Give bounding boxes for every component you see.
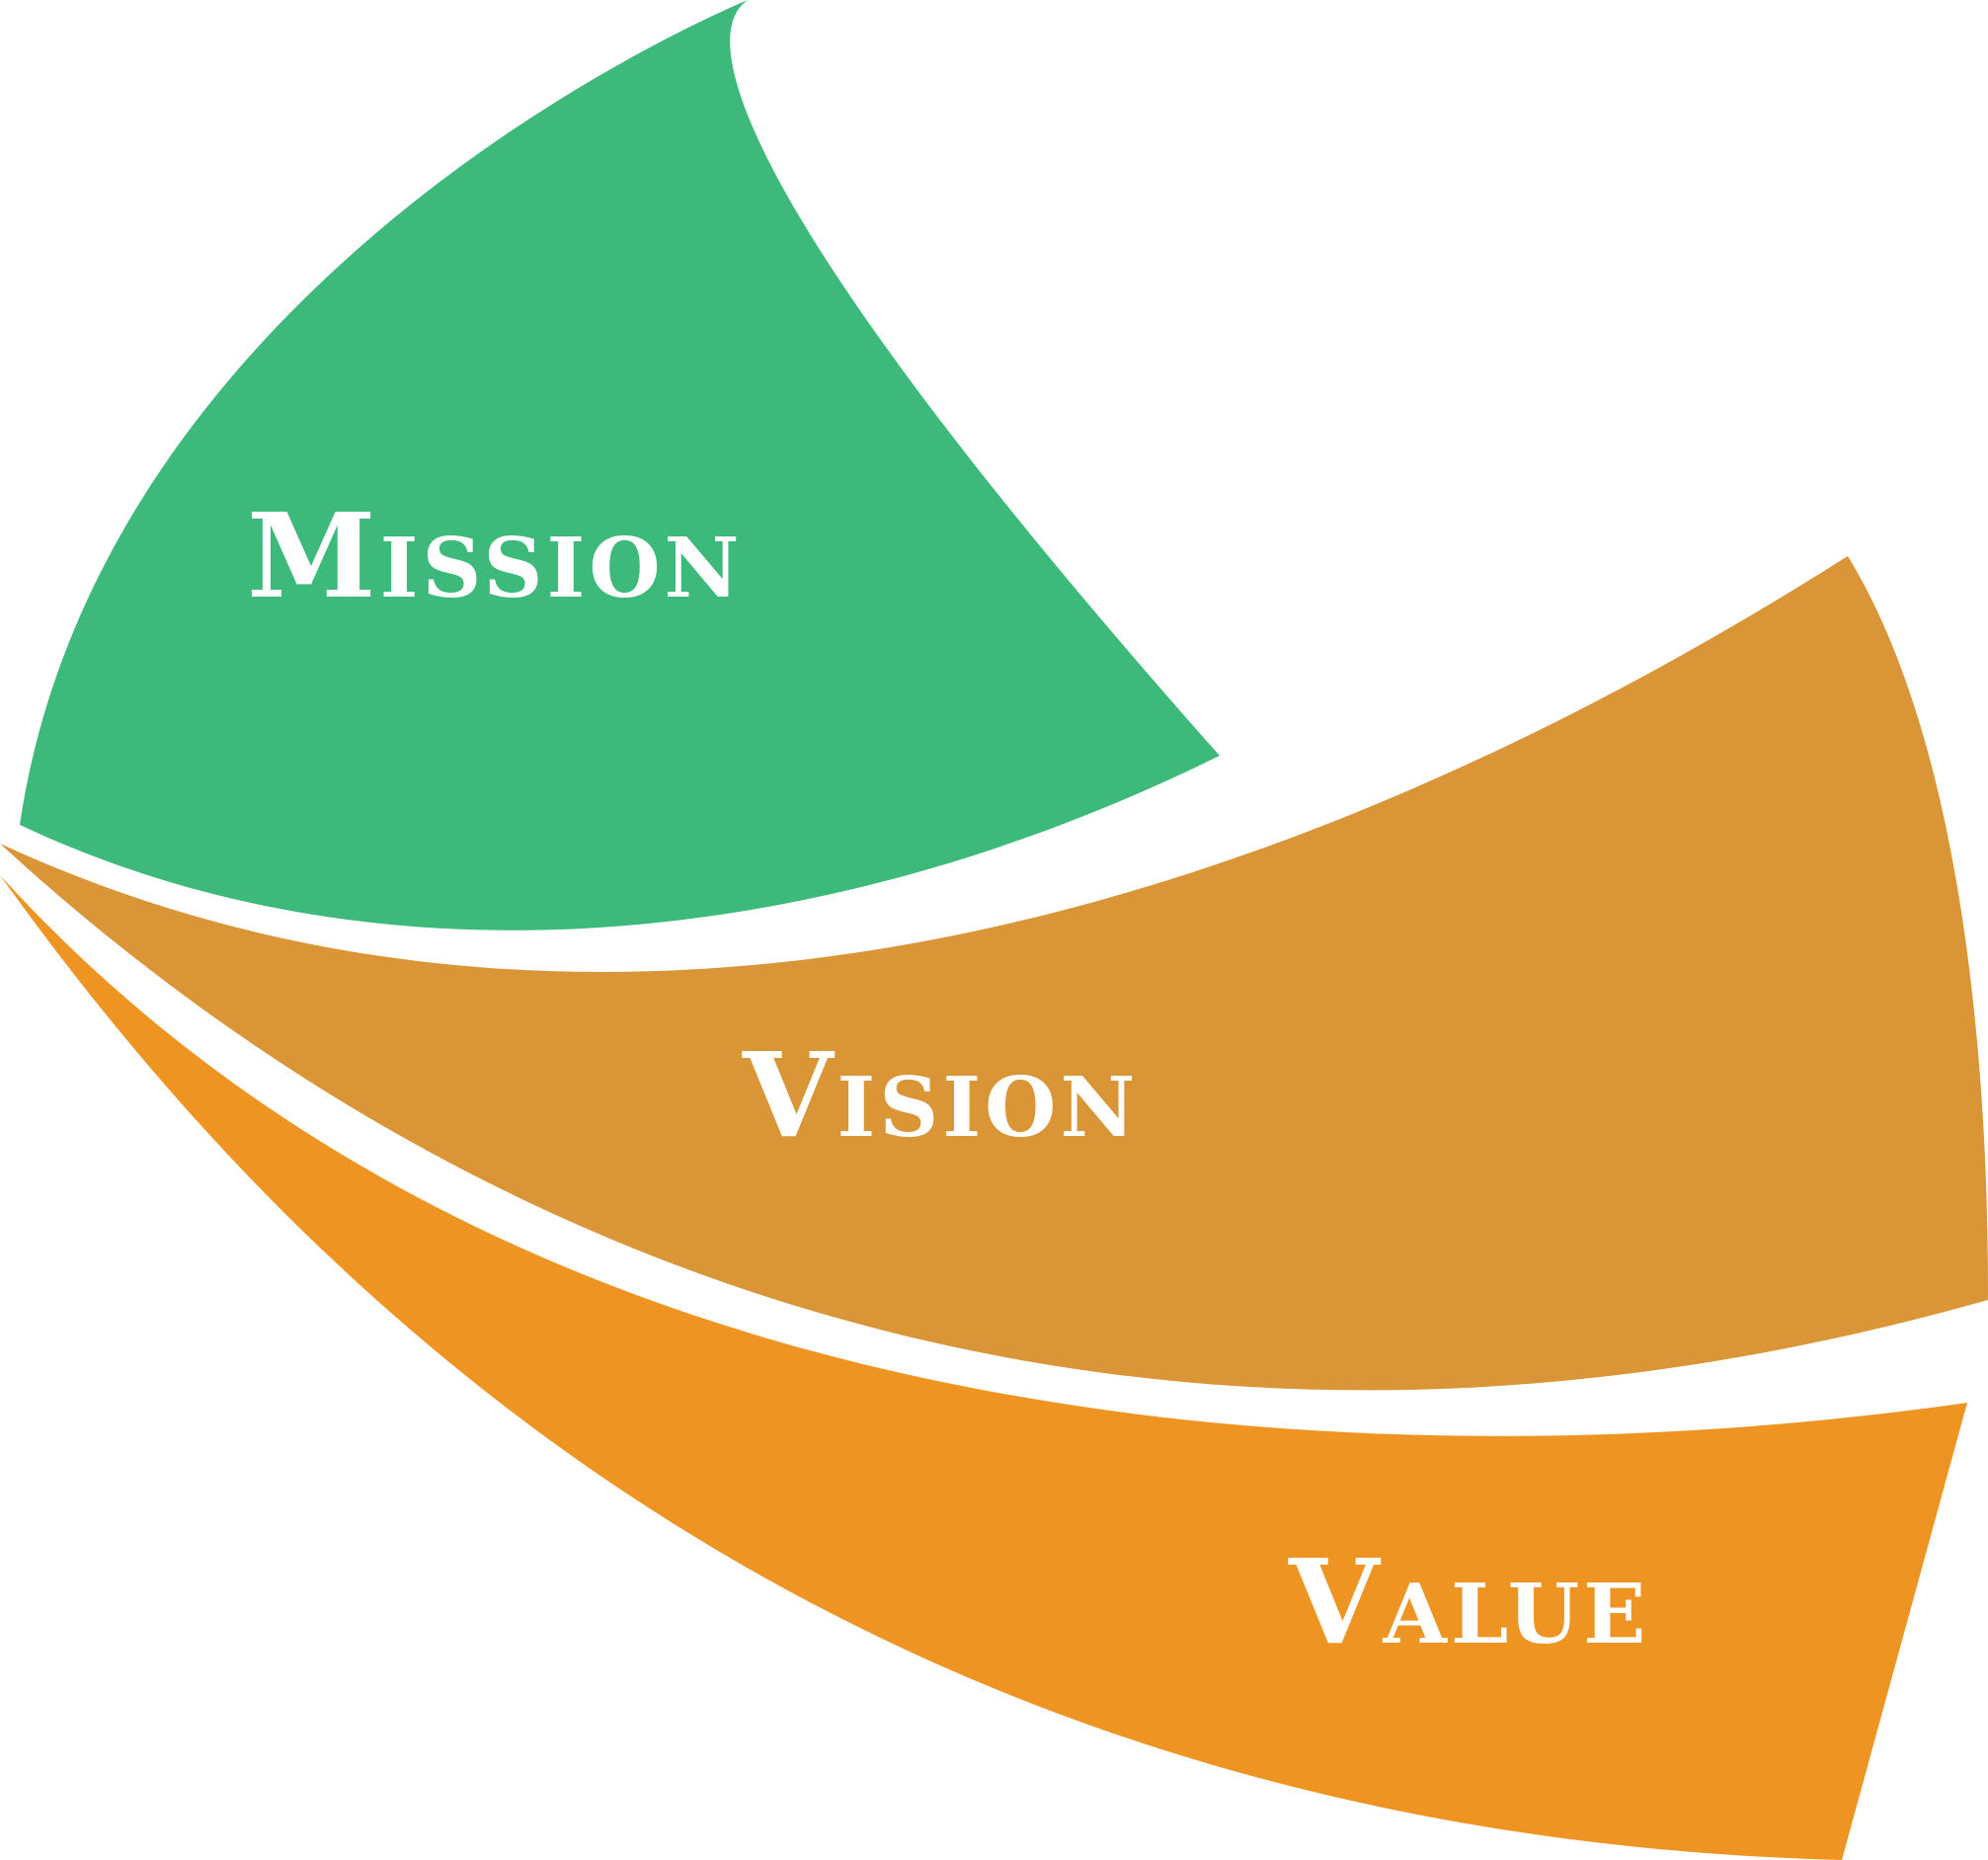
vision-label: Vision — [742, 1026, 1139, 1164]
mission-segment — [20, 0, 1220, 930]
value-label: Value — [1288, 1533, 1649, 1670]
value-segment — [0, 875, 1967, 1860]
mission-label: Mission — [247, 487, 744, 624]
vision-segment — [0, 556, 1988, 1391]
